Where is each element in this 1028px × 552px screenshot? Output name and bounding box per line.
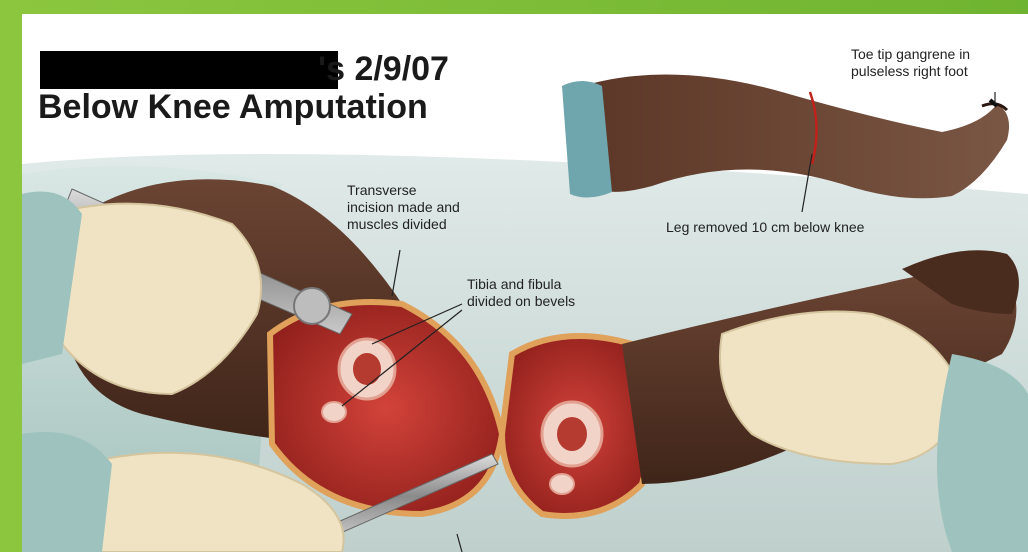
title-procedure: Below Knee Amputation: [38, 88, 428, 127]
annotation-toe-line-1: Toe tip gangrene in: [851, 46, 970, 63]
annotation-leg-removed: Leg removed 10 cm below knee: [666, 219, 864, 236]
annotation-transverse-incision: Transverse incision made and muscles div…: [347, 182, 460, 233]
redaction-bar: [40, 51, 338, 89]
annotation-toe-line-2: pulseless right foot: [851, 63, 970, 80]
annotation-transverse-line-3: muscles divided: [347, 216, 460, 233]
illustration-canvas: 's 2/9/07 Below Knee Amputation Toe tip …: [22, 14, 1028, 552]
annotation-tibia-line-2: divided on bevels: [467, 293, 575, 310]
annotation-tibia-fibula: Tibia and fibula divided on bevels: [467, 276, 575, 310]
sleeve-right: [937, 354, 1028, 552]
tibia-right-marrow: [557, 417, 587, 451]
saw-knob: [294, 288, 330, 324]
annotation-toe-gangrene: Toe tip gangrene in pulseless right foot: [851, 46, 970, 80]
annotation-tibia-line-1: Tibia and fibula: [467, 276, 575, 293]
annotation-transverse-line-2: incision made and: [347, 199, 460, 216]
tibia-left-marrow: [353, 353, 381, 385]
fibula-right: [550, 474, 574, 494]
title-date: 's 2/9/07: [318, 50, 449, 89]
sleeve-left-bottom: [22, 432, 112, 552]
annotation-transverse-line-1: Transverse: [347, 182, 460, 199]
